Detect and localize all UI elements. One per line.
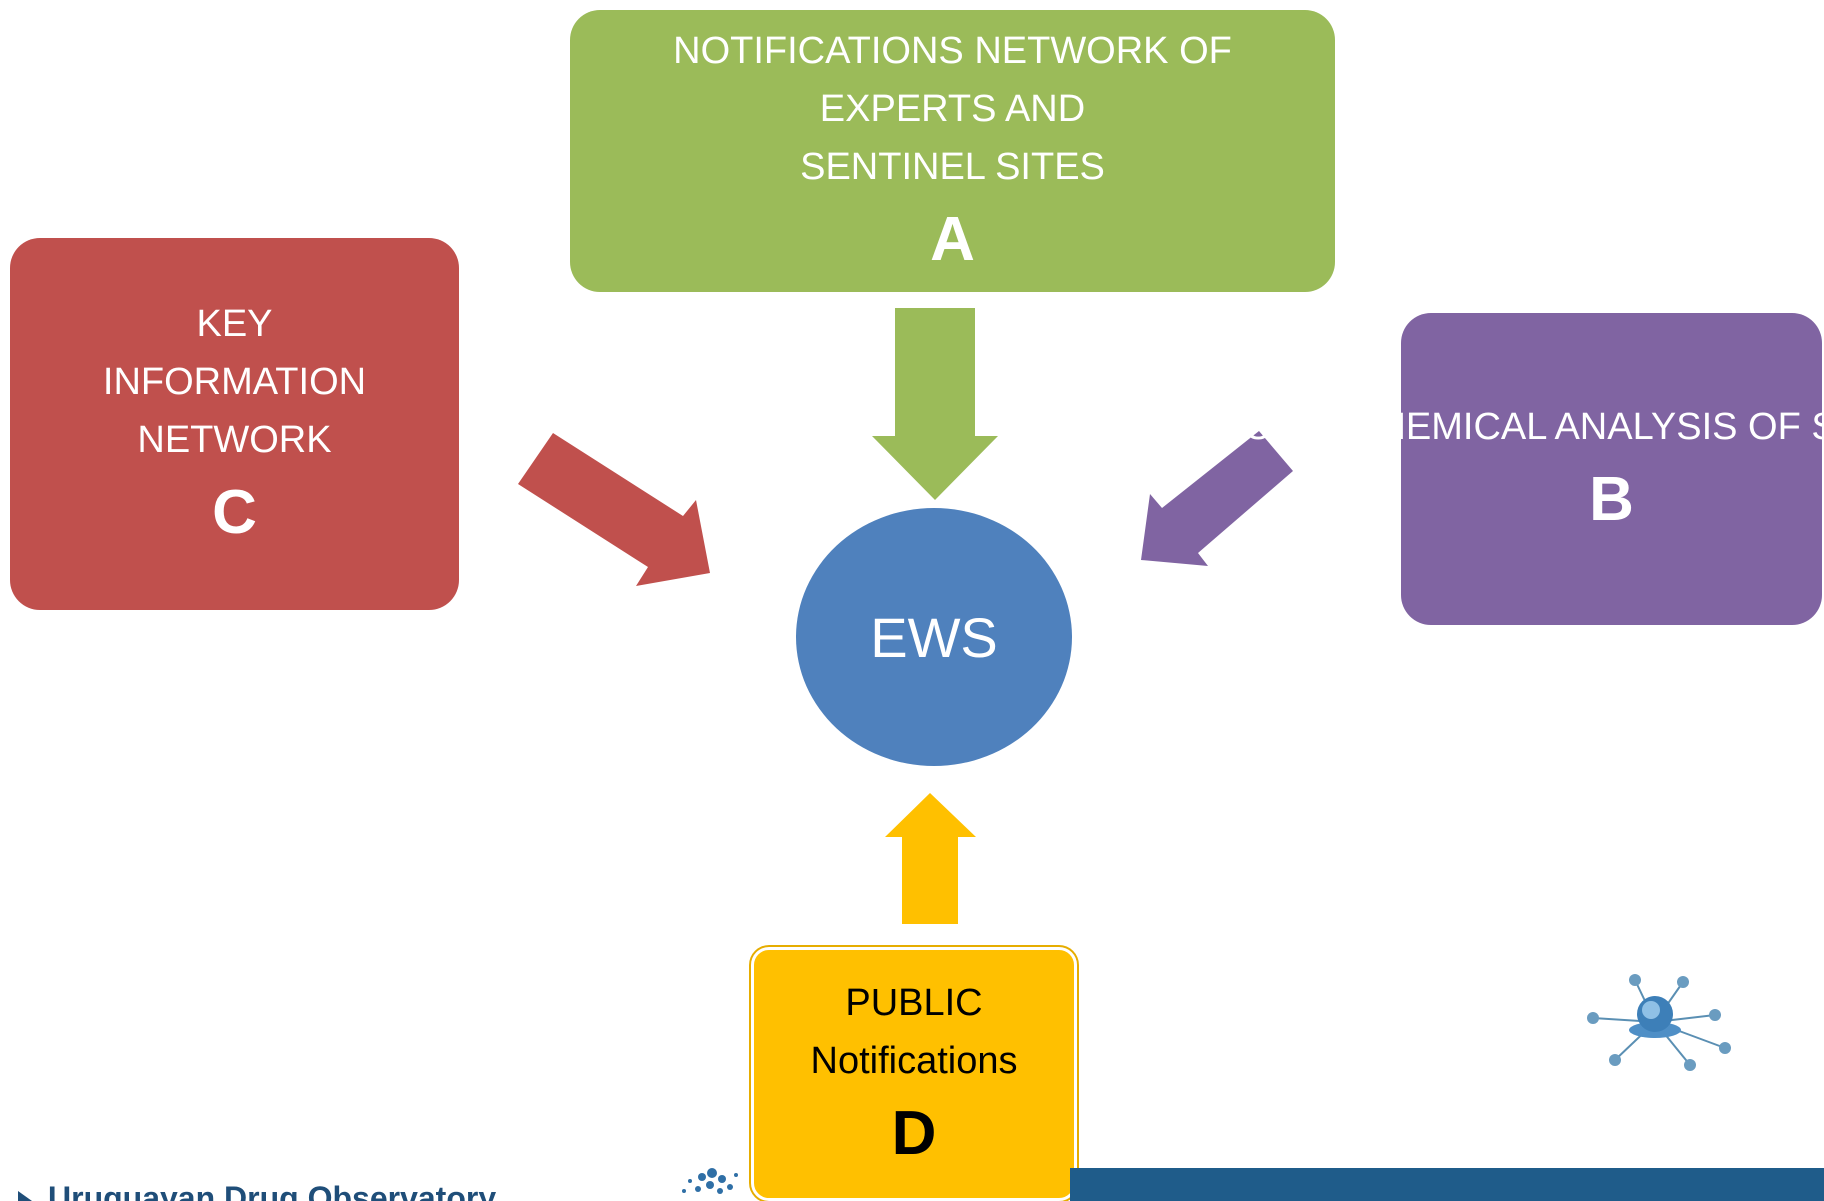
center-ews-node: EWS (796, 508, 1072, 766)
node-c-key-information-network: KEY INFORMATION NETWORK C (10, 238, 459, 610)
arrow-b-to-ews (1141, 431, 1293, 566)
arrow-a-to-ews (872, 308, 998, 500)
footer-band (1070, 1168, 1824, 1201)
node-d-text: PUBLIC Notifications (810, 982, 1018, 1082)
node-a-text: NOTIFICATIONS NETWORK OF EXPERTS AND SEN… (673, 30, 1232, 188)
footer-title: Uruguayan Drug Observatory (18, 1180, 496, 1201)
globe-network-icon (1587, 974, 1731, 1071)
node-d-letter: D (891, 1099, 937, 1168)
chevron-right-icon (18, 1190, 32, 1201)
arrow-d-to-ews (885, 793, 976, 924)
node-a-notifications-network: NOTIFICATIONS NETWORK OF EXPERTS AND SEN… (570, 10, 1335, 292)
node-b-letter: B (1589, 465, 1634, 534)
footer-title-text: Uruguayan Drug Observatory (48, 1180, 497, 1201)
arrow-c-to-ews (518, 433, 710, 586)
node-d-public-notifications: PUBLIC Notifications D (751, 947, 1077, 1201)
node-b-text: ONGOING CHEMICAL ANALYSIS OF SUBSTANCES (1156, 406, 1824, 448)
node-b-chemical-analysis: ONGOING CHEMICAL ANALYSIS OF SUBSTANCES … (1157, 313, 1824, 625)
node-a-letter: A (930, 205, 975, 274)
node-c-text: KEY INFORMATION NETWORK (102, 303, 367, 461)
node-c-letter: C (212, 478, 257, 547)
center-ews-label: EWS (870, 605, 998, 669)
observatory-logo-icon (682, 1168, 738, 1194)
